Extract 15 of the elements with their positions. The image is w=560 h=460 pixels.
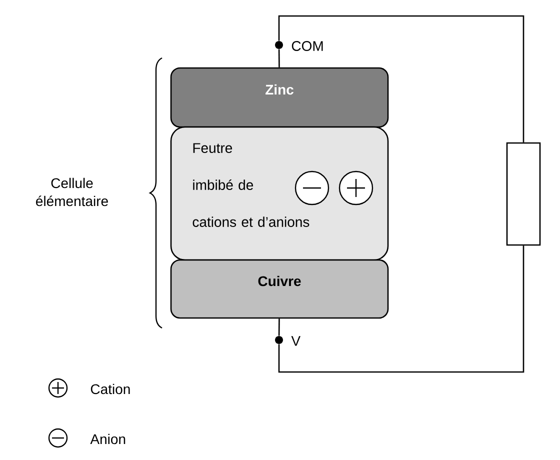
felt-layer: Feutre imbibé de cations et d’anions — [170, 126, 389, 261]
cell-label: Cellule élémentaire — [36, 178, 108, 206]
resistor-symbol — [506, 142, 541, 246]
wire — [278, 15, 524, 142]
terminal-dot — [275, 41, 283, 49]
copper-plate: Cuivre — [170, 259, 389, 319]
terminal-label: V — [291, 336, 300, 346]
legend-text: Cation — [90, 384, 130, 394]
wire — [278, 318, 280, 336]
terminal-dot — [275, 336, 283, 344]
legend-text: Anion — [90, 434, 126, 444]
wire — [278, 49, 280, 68]
terminal-label: COM — [292, 41, 323, 51]
zinc-plate: Zinc — [170, 67, 389, 128]
wire — [278, 246, 524, 373]
